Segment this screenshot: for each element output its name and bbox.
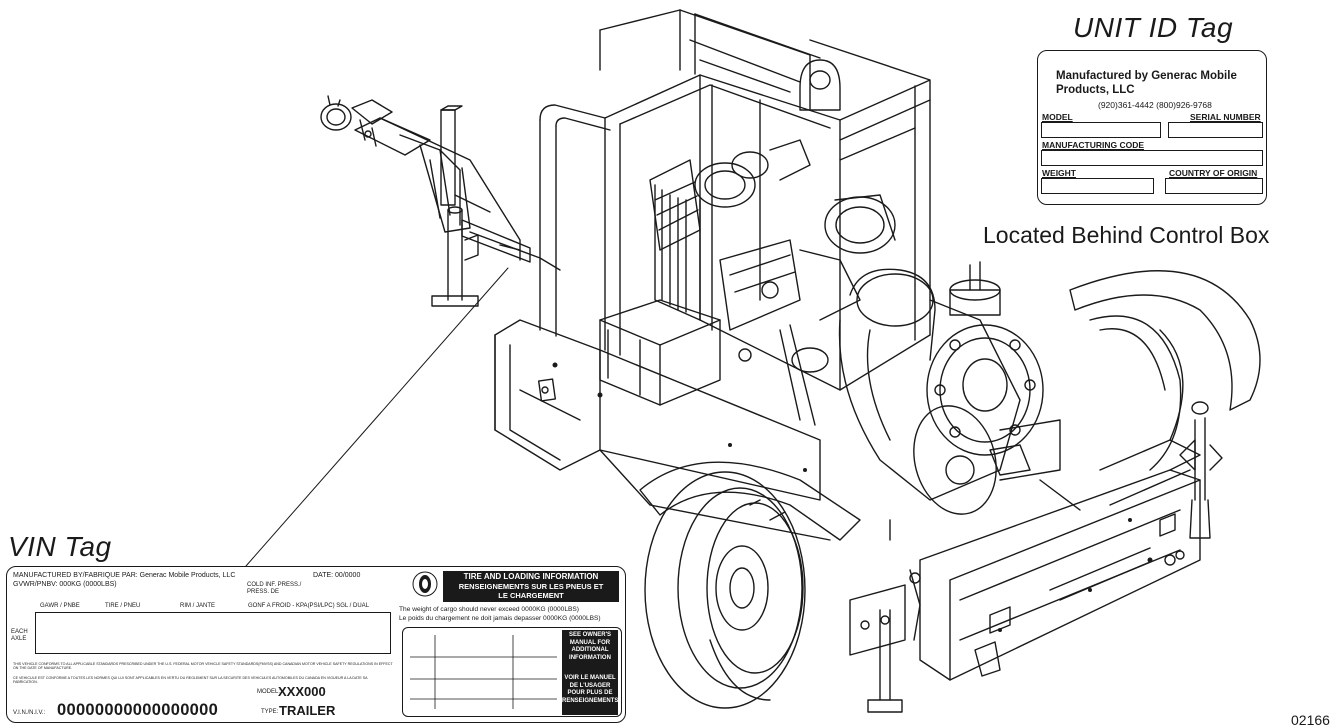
conformity-french: CE VEHICULE EST CONFORME A TOUTES LES NO… xyxy=(13,676,368,685)
figure-number: 02166 xyxy=(1291,712,1330,728)
weight-field xyxy=(1041,178,1154,194)
rear-fender xyxy=(1069,270,1261,441)
vin-tag: MANUFACTURED BY/FABRIQUE PAR: Generac Mo… xyxy=(6,566,626,723)
front-fender xyxy=(639,461,861,541)
col-gawr: GAWR / PNBE xyxy=(40,603,80,609)
manufactured-by: MANUFACTURED BY/FABRIQUE PAR: Generac Mo… xyxy=(13,572,236,579)
front-jack-stand xyxy=(431,105,479,307)
tow-hitch xyxy=(320,95,431,156)
model-value: XXX000 xyxy=(278,684,326,699)
country-of-origin-field xyxy=(1165,178,1263,194)
gvwr: GVWR/PNBV: 000KG (0000LBS) xyxy=(13,581,117,588)
vin-label: V.I.N./N.I.V.: xyxy=(13,710,46,716)
cargo-limit-french: Le poids du chargement ne doit jamais de… xyxy=(399,615,601,622)
manufacture-date: DATE: 00/0000 xyxy=(313,572,361,579)
engine xyxy=(649,139,896,426)
vin-value: 00000000000000000 xyxy=(57,701,219,719)
drawbar xyxy=(379,117,561,271)
col-rim: RIM / JANTE xyxy=(180,603,216,609)
serial-number-label: SERIAL NUMBER xyxy=(1190,112,1261,122)
pump-body xyxy=(838,261,1081,541)
axle-info-box xyxy=(35,612,391,654)
cargo-limit-english: The weight of cargo should never exceed … xyxy=(399,606,579,613)
tire-loading-grid xyxy=(402,627,622,717)
tire-loading-header: TIRE AND LOADING INFORMATION RENSEIGNEME… xyxy=(443,571,619,602)
model-label: MODEL xyxy=(1042,112,1073,122)
cold-inflation-pressure: COLD INF. PRESS./ xyxy=(247,582,302,588)
type-value: TRAILER xyxy=(279,703,336,718)
front-wheel xyxy=(644,471,806,709)
model-label: MODEL: xyxy=(257,689,281,695)
unit-phones: (920)361-4442 (800)926-9768 xyxy=(1098,100,1212,110)
trailer-frame xyxy=(494,319,1223,713)
rear-wheel xyxy=(1089,315,1182,471)
unit-id-tag-title: UNIT ID Tag xyxy=(1073,12,1234,43)
col-tire: TIRE / PNEU xyxy=(105,603,141,609)
col-inflation: GONF A FROID - KPA(PSI/LPC) SGL / DUAL xyxy=(248,603,370,609)
unit-manufacturer: Manufactured by Generac Mobile Products,… xyxy=(1056,70,1237,96)
type-label: TYPE: xyxy=(261,709,279,715)
voir-manuel-usager: VOIR LE MANUEL DE L'USAGER POUR PLUS DE … xyxy=(562,675,618,715)
tire-loading-grid-lines xyxy=(410,635,557,709)
country-of-origin-label: COUNTRY OF ORIGIN xyxy=(1169,168,1258,178)
each-axle-label: EACH AXLE xyxy=(11,629,28,642)
lifting-frame xyxy=(539,9,931,391)
unit-tag-location: Located Behind Control Box xyxy=(983,222,1270,248)
unit-id-tag: Manufactured by Generac Mobile Products,… xyxy=(1037,50,1267,205)
manufacturing-code-label: MANUFACTURING CODE xyxy=(1042,140,1144,150)
conformity-english: THIS VEHICLE CONFORMS TO ALL APPLICABLE … xyxy=(13,662,393,671)
control-box xyxy=(599,299,721,406)
see-owners-manual: SEE OWNER'S MANUAL FOR ADDITIONAL INFORM… xyxy=(562,630,618,676)
pression-de: PRESS. DE xyxy=(247,589,280,595)
model-field xyxy=(1041,122,1161,138)
serial-number-field xyxy=(1168,122,1263,138)
vin-tag-title: VIN Tag xyxy=(8,531,112,562)
vin-leader-line xyxy=(245,267,509,567)
tire-icon xyxy=(412,571,438,597)
weight-label: WEIGHT xyxy=(1042,168,1076,178)
manufacturing-code-field xyxy=(1041,150,1263,166)
